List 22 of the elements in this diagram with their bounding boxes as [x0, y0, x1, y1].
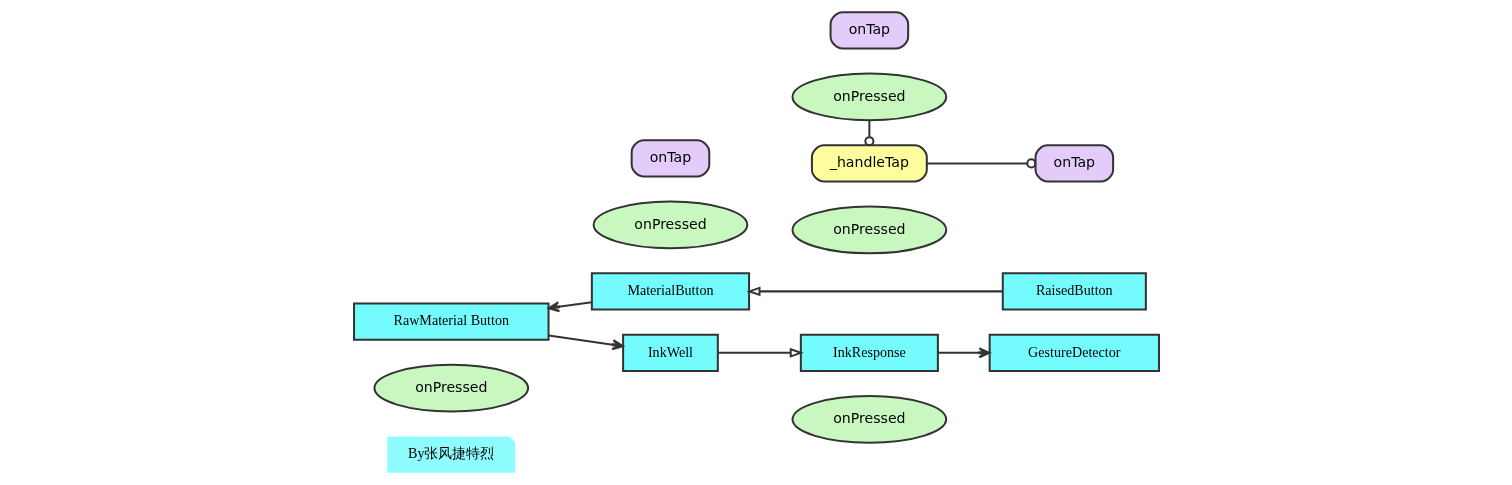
- node-box: RawMaterial Button: [352, 302, 550, 341]
- arrow: [547, 301, 592, 313]
- connector: [863, 120, 874, 147]
- node-ellipse: onPressed: [592, 200, 748, 250]
- node-box: _handleTap: [810, 144, 928, 183]
- arrow: [548, 334, 624, 351]
- node-box: onTap: [829, 11, 909, 50]
- node-box: onTap: [630, 139, 710, 178]
- node-box: InkWell: [621, 333, 719, 372]
- arrow: [937, 347, 990, 359]
- node-ellipse: onPressed: [791, 395, 947, 444]
- node-box: GestureDetector: [988, 333, 1160, 372]
- node-ellipse: onPressed: [791, 72, 947, 122]
- node-ellipse: onPressed: [791, 205, 947, 255]
- node-box: InkResponse: [799, 333, 939, 372]
- node-box: onTap: [1034, 144, 1114, 183]
- connector: [926, 158, 1036, 169]
- node-ellipse: onPressed: [372, 363, 529, 413]
- arrow: [745, 286, 1003, 297]
- arrow: [717, 347, 804, 358]
- node-box: RaisedButton: [1001, 272, 1147, 311]
- node-box: MaterialButton: [590, 272, 750, 311]
